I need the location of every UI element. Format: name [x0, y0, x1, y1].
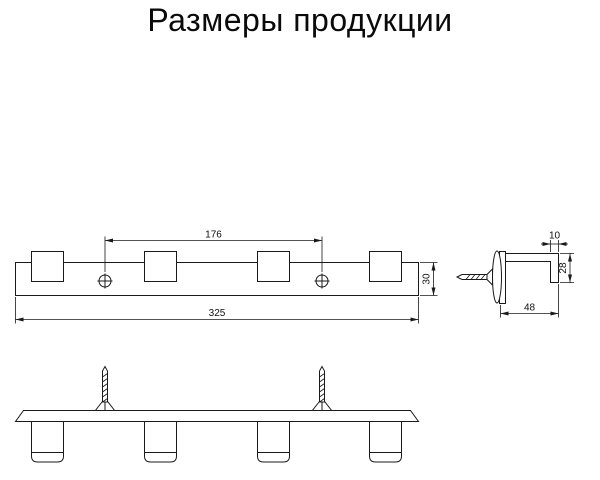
- screw-threads: [465, 274, 486, 280]
- hook-front: [144, 251, 177, 282]
- dim-hook-height: 28: [558, 253, 574, 283]
- hook-front: [31, 251, 64, 282]
- plan-screws: [93, 365, 334, 412]
- hook-plan: [31, 421, 64, 463]
- dim-hook-lip: 10: [541, 231, 568, 252]
- dim-screw-spacing: 176: [104, 230, 323, 272]
- hook-plan: [257, 421, 290, 463]
- rail-plan: [14, 410, 420, 422]
- dim-depth: 48: [500, 284, 559, 318]
- dim-rail-height: 30: [420, 262, 438, 296]
- screw-plan: [310, 365, 334, 412]
- front-view: 176 325 30: [15, 230, 438, 324]
- dim-label-screw-spacing: 176: [205, 230, 222, 241]
- front-screws: [97, 273, 330, 289]
- dim-label-rail-height: 30: [422, 273, 433, 285]
- screw-plan: [93, 365, 117, 412]
- screw-tip: [455, 274, 463, 280]
- page-title: Размеры продукции: [147, 2, 453, 38]
- hook-front: [369, 251, 402, 282]
- extension-lines: [550, 240, 559, 252]
- screw-head: [486, 267, 493, 287]
- plan-view: [14, 365, 420, 463]
- screw-symbol: [314, 273, 330, 289]
- screw-threads: [102, 373, 108, 403]
- screw-symbol: [97, 273, 113, 289]
- plan-hooks: [31, 421, 402, 463]
- dim-label-total-length: 325: [209, 308, 226, 319]
- escutcheon: [492, 250, 502, 304]
- hook-front: [257, 251, 290, 282]
- hook-plan: [369, 421, 402, 463]
- screw-side: [455, 267, 493, 287]
- screw-threads: [319, 373, 325, 403]
- dim-label-hook-height: 28: [558, 262, 569, 274]
- dim-total-length: 325: [15, 297, 419, 324]
- hook-plan: [144, 421, 177, 463]
- rail-front: [15, 262, 419, 296]
- front-hooks: [31, 251, 402, 282]
- dim-label-depth: 48: [524, 303, 536, 314]
- dim-label-hook-lip: 10: [549, 231, 561, 242]
- side-view: 10 28 48: [455, 231, 574, 318]
- hook-profile: [505, 253, 559, 283]
